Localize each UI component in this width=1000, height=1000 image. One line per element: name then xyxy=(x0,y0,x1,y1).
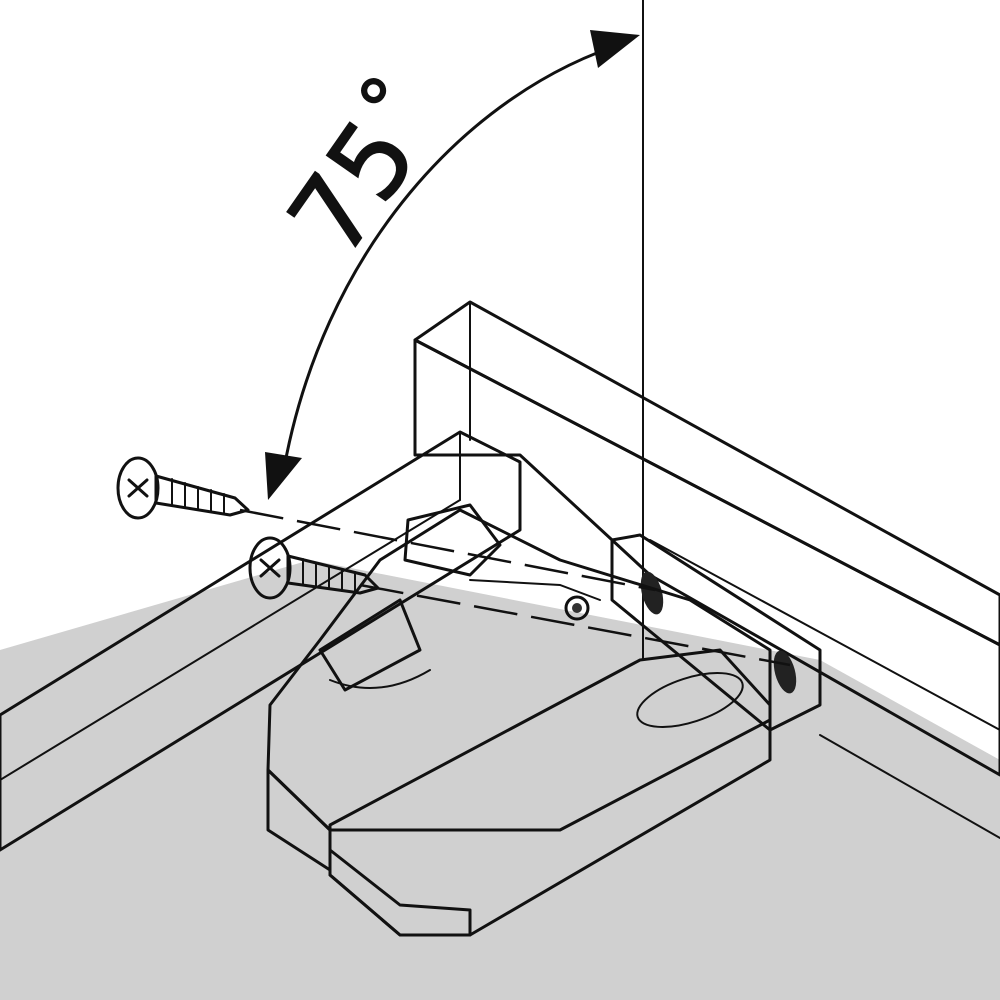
plate-slot xyxy=(773,650,797,694)
screw-trajectory-lines xyxy=(239,508,791,667)
cabinet-floor xyxy=(0,560,1000,1000)
housing-bracket xyxy=(403,503,502,577)
housing-bracket xyxy=(318,598,422,692)
floor-edge-line xyxy=(819,734,1000,839)
angle-arrow-icon xyxy=(265,30,640,500)
mounting-plate xyxy=(610,533,822,732)
plate-slot xyxy=(640,571,664,615)
damper-front-face xyxy=(328,848,472,937)
screw-icon xyxy=(248,536,380,600)
housing-screw-hole xyxy=(564,595,590,621)
damper-icon xyxy=(328,648,772,937)
screw-icon xyxy=(116,456,250,520)
angle-label: 75° xyxy=(262,60,466,277)
cabinet-front-rail xyxy=(0,430,522,852)
